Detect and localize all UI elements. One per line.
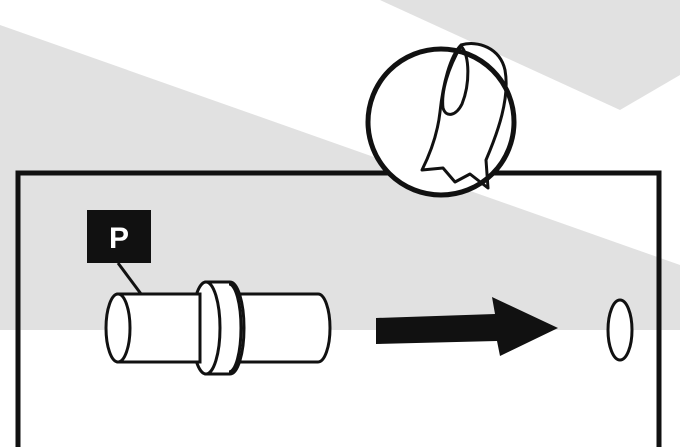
- instruction-panel: [15, 170, 662, 447]
- o-ring: [606, 298, 634, 362]
- cylinder-right-body: [238, 292, 332, 364]
- background-light-beams: [0, 0, 680, 330]
- part-label-text: P: [109, 222, 129, 255]
- cylinder-left-end-face: [104, 292, 132, 364]
- light-beam-lower: [0, 25, 680, 330]
- part-label: P: [87, 210, 155, 311]
- cylinder-left-section: [104, 292, 202, 364]
- panel-border: [15, 170, 662, 447]
- torn-broken-end-icon: [420, 42, 508, 190]
- part-label-box: [87, 210, 151, 263]
- torn-end-inner-opening: [441, 44, 470, 116]
- detail-magnifier: [365, 42, 517, 198]
- collar-ring-inner: [228, 282, 243, 374]
- arrow-right-icon: [376, 297, 558, 356]
- magnifier-circle: [365, 46, 517, 198]
- cylinder-right-section: [238, 292, 332, 364]
- o-ring-ellipse: [606, 298, 634, 362]
- light-beam-upper: [380, 0, 680, 110]
- arrow-right-shape: [376, 297, 558, 356]
- cylinder-part: [104, 280, 332, 376]
